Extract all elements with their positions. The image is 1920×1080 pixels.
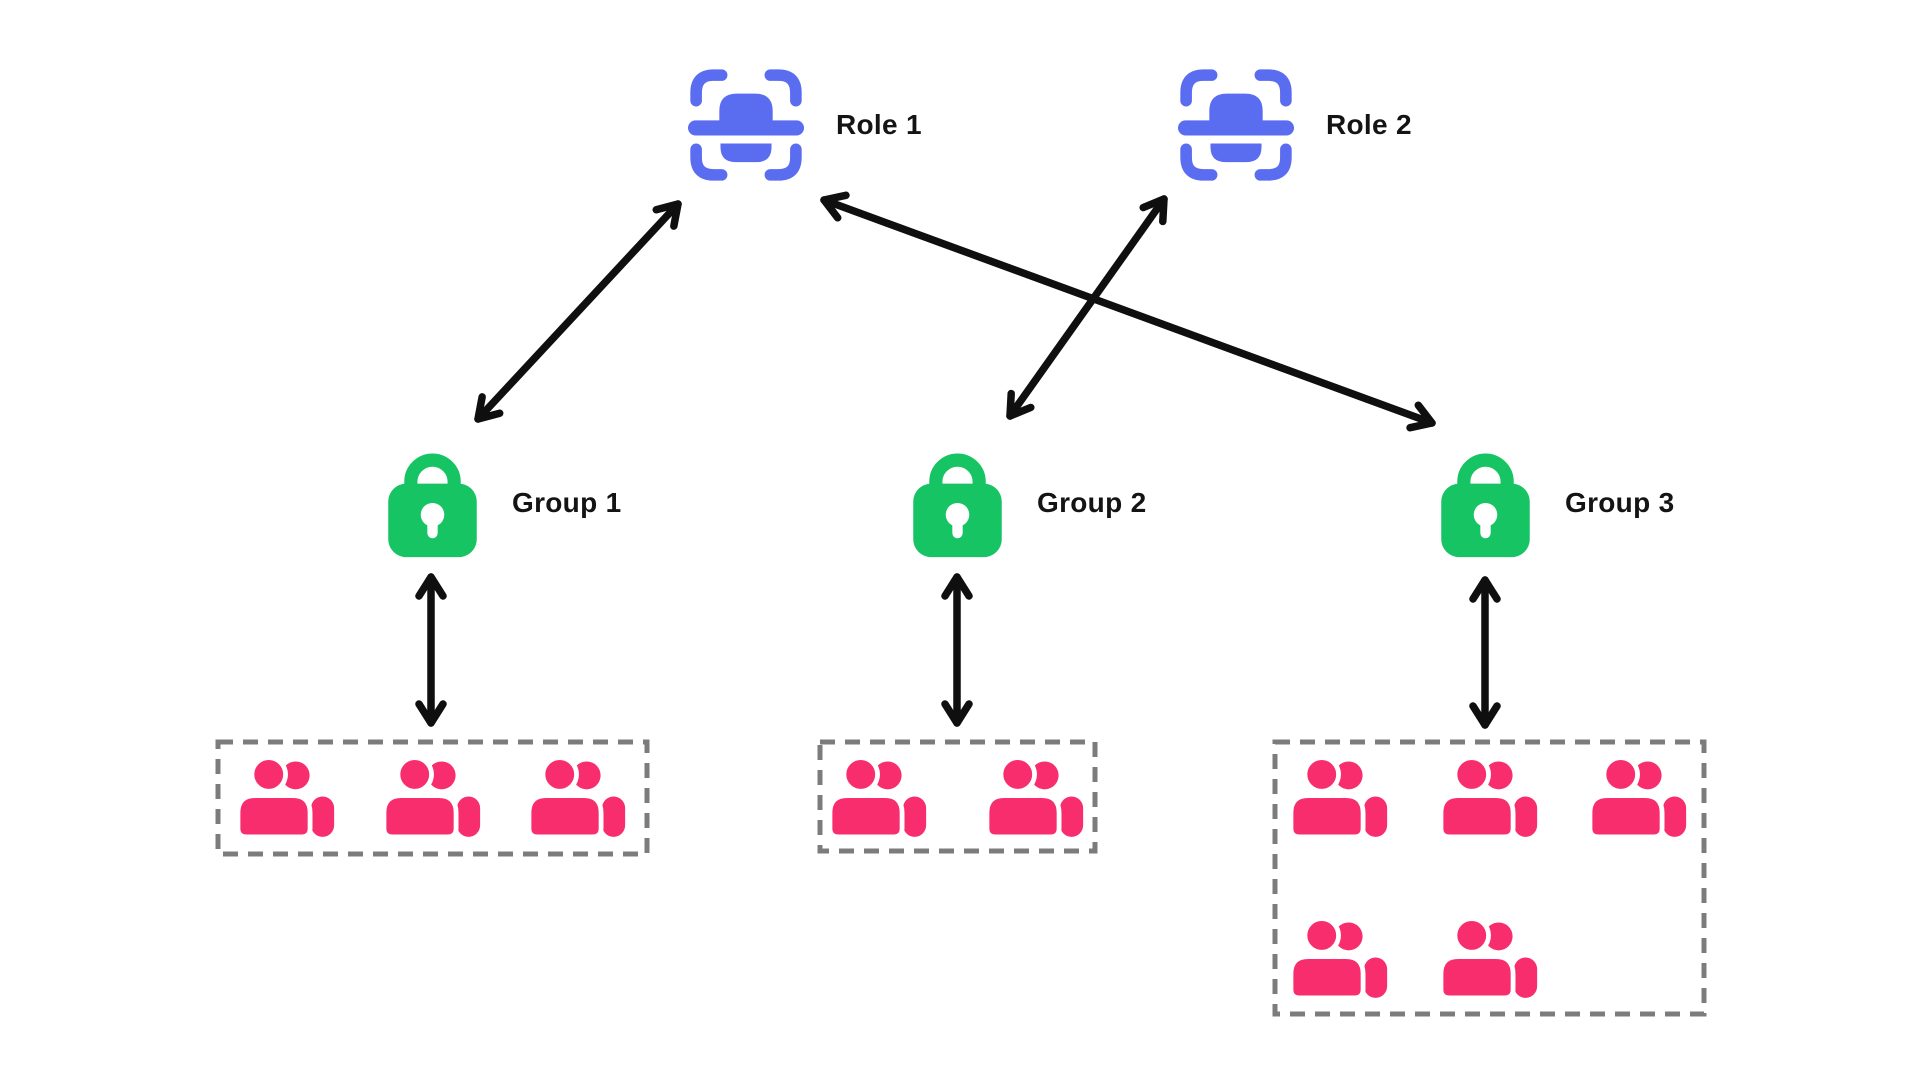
user-group-icon: [1589, 755, 1689, 840]
group-1-users-box: [215, 739, 650, 857]
user-group-icon: [237, 755, 337, 840]
user-group-icon: [1440, 755, 1540, 840]
group-2-node: Group 2: [910, 446, 1146, 559]
group-2-users-box: [817, 739, 1098, 854]
group-1-node: Group 1: [385, 446, 621, 559]
user-group-icon: [528, 755, 628, 840]
group-3-label: Group 3: [1565, 486, 1675, 518]
id-scan-badge-icon: [688, 66, 804, 184]
group-3-node: Group 3: [1438, 446, 1674, 559]
role-2-label: Role 2: [1326, 109, 1412, 140]
user-group-icon: [829, 755, 929, 840]
group-2-label: Group 2: [1037, 486, 1147, 518]
user-group-icon: [1290, 755, 1390, 840]
arrow-role2-group2: [1006, 195, 1168, 420]
arrow-role1-group1: [474, 200, 682, 423]
padlock-icon: [910, 446, 1005, 559]
user-group-icon: [383, 755, 483, 840]
id-scan-badge-icon: [1178, 66, 1294, 184]
user-group-icon: [986, 755, 1086, 840]
user-group-icon: [1440, 916, 1540, 1001]
padlock-icon: [385, 446, 480, 559]
arrow-role1-group3: [820, 191, 1436, 432]
role-2-node: Role 2: [1178, 66, 1412, 184]
group-3-users-box: [1272, 739, 1707, 1017]
role-1-node: Role 1: [688, 66, 922, 184]
group-1-label: Group 1: [512, 486, 622, 518]
user-group-icon: [1290, 916, 1390, 1001]
role-1-label: Role 1: [836, 109, 922, 140]
padlock-icon: [1438, 446, 1533, 559]
